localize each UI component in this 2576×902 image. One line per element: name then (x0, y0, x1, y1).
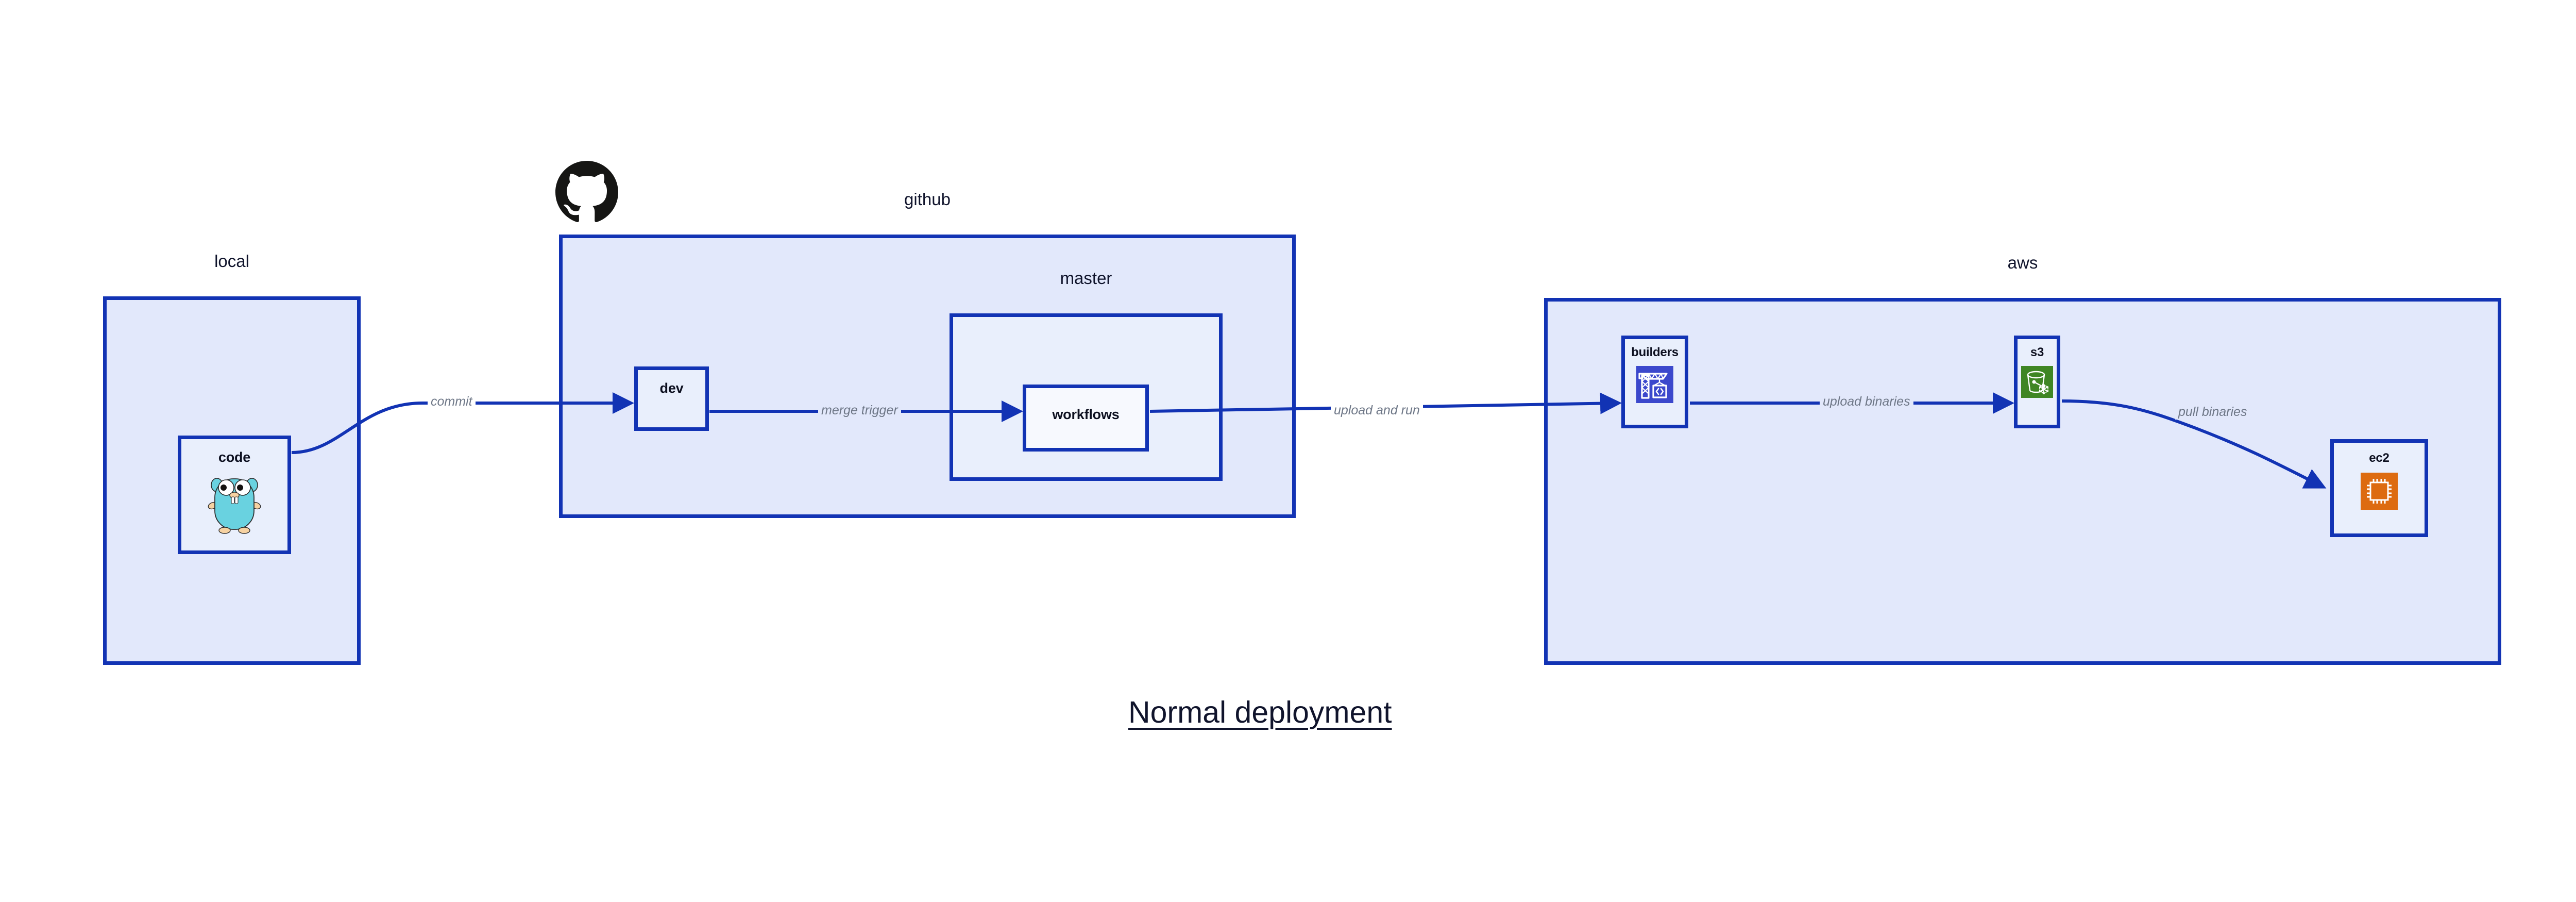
edge-label-commit: commit (428, 394, 476, 409)
node-dev[interactable]: dev (634, 366, 709, 431)
node-label-dev: dev (659, 380, 684, 396)
edge-label-upload-and-run: upload and run (1331, 403, 1423, 418)
edge-label-pull-binaries: pull binaries (2175, 405, 2250, 420)
aws-ec2-chip-icon (2361, 473, 2398, 510)
node-ec2[interactable]: ec2 (2330, 439, 2428, 537)
group-label-master: master (1060, 269, 1112, 288)
node-label-builders: builders (1631, 345, 1679, 359)
group-label-local: local (214, 252, 249, 271)
diagram-title: Normal deployment (1128, 695, 1392, 729)
node-label-workflows: workflows (1052, 407, 1120, 422)
node-label-ec2: ec2 (2369, 451, 2389, 465)
node-label-code: code (218, 449, 251, 465)
group-label-aws: aws (2007, 253, 2038, 272)
aws-codebuild-crane-icon (1636, 366, 1673, 403)
github-octocat-icon (555, 161, 618, 224)
go-gopher-icon (208, 474, 261, 534)
node-s3[interactable]: s3 (2014, 336, 2060, 428)
node-label-s3: s3 (2030, 345, 2044, 359)
node-workflows[interactable]: workflows (1023, 385, 1149, 452)
aws-s3-glacier-bucket-icon (2021, 366, 2053, 398)
node-code[interactable]: code (178, 436, 291, 554)
edge-label-merge-trigger: merge trigger (818, 403, 901, 418)
group-label-github: github (904, 190, 951, 209)
edge-label-upload-binaries: upload binaries (1820, 394, 1913, 409)
node-builders[interactable]: builders (1621, 336, 1688, 428)
